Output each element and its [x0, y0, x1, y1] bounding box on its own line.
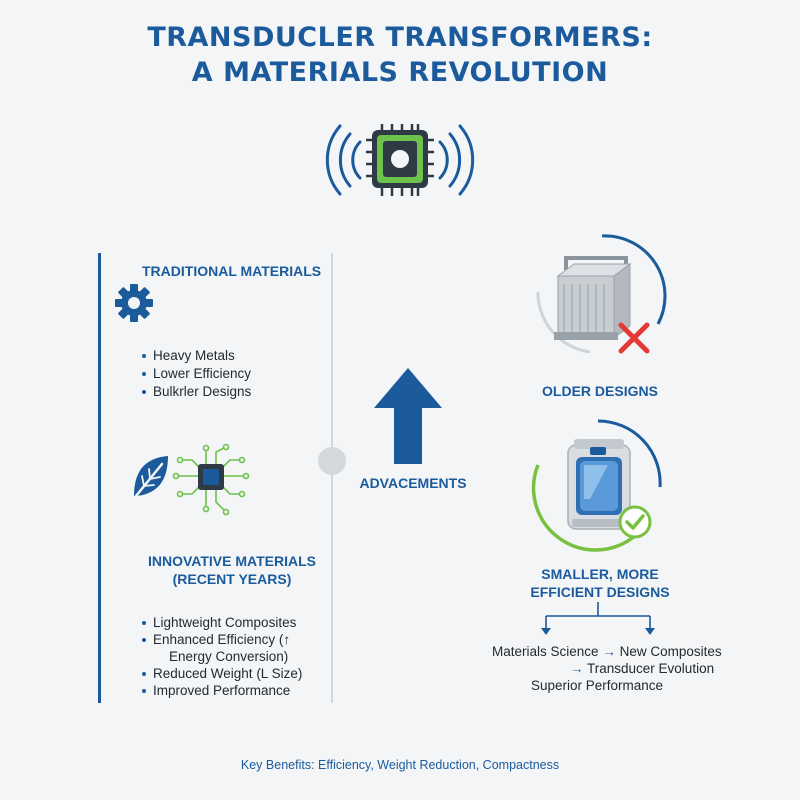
traditional-heading: TRADITIONAL MATERIALS — [142, 263, 322, 279]
innovative-item-1: Lightweight Composites — [142, 615, 296, 630]
innovative-heading-line-2: (RECENT YEARS) — [172, 571, 292, 587]
newer-designs-label-line-1: SMALLER, MORE — [541, 566, 659, 582]
footer-key-benefits: Key Benefits: Efficiency, Weight Reducti… — [240, 758, 560, 772]
flow-arrow-1: → — [602, 644, 616, 659]
traditional-item-3: Bulkrler Designs — [142, 384, 251, 399]
advancements-label: ADVACEMENTS — [359, 475, 467, 491]
leaf-icon — [134, 456, 168, 498]
innovative-item-2: Enhanced Efficiency (↑ — [142, 632, 290, 647]
flow-materials-science: Materials Science — [492, 644, 599, 659]
arrow-up-icon — [374, 368, 442, 464]
innovative-heading-line-1: INNOVATIVE MATERIALS — [148, 553, 316, 569]
old-transformer-icon — [536, 234, 667, 354]
innovative-item-2-continued: Energy Conversion) — [169, 649, 289, 664]
gear-icon — [115, 284, 153, 322]
innovative-item-4: Improved Performance — [142, 683, 290, 698]
flow-superior-performance: Superior Performance — [531, 678, 664, 693]
flow-line-2: → Transducer Evolution — [570, 661, 714, 676]
title-line-1: TRANSDUCLER TRANSFORMERS: — [147, 22, 653, 53]
branch-connector — [541, 602, 655, 635]
traditional-item-2: Lower Efficiency — [142, 366, 251, 381]
divider-node — [318, 447, 346, 475]
modern-transformer-icon — [531, 419, 662, 552]
chip-with-signal-waves-icon — [325, 124, 475, 196]
innovative-item-3: Reduced Weight (L Size) — [142, 666, 302, 681]
title-line-2: A MATERIALS REVOLUTION — [191, 57, 609, 88]
flow-new-composites: New Composites — [619, 644, 722, 659]
older-designs-label: OLDER DESIGNS — [542, 383, 658, 399]
flow-transducer-evolution: Transducer Evolution — [587, 661, 715, 676]
circuit-chip-icon — [172, 444, 250, 516]
red-x-icon — [618, 322, 650, 354]
green-check-icon — [618, 505, 652, 539]
newer-designs-label-line-2: EFFICIENT DESIGNS — [530, 584, 670, 600]
flow-arrow-2: → — [570, 661, 584, 676]
left-column-rule — [98, 253, 101, 703]
center-divider — [331, 253, 333, 703]
flow-line-1: Materials Science → New Composites — [492, 644, 722, 659]
traditional-item-1: Heavy Metals — [142, 348, 235, 363]
